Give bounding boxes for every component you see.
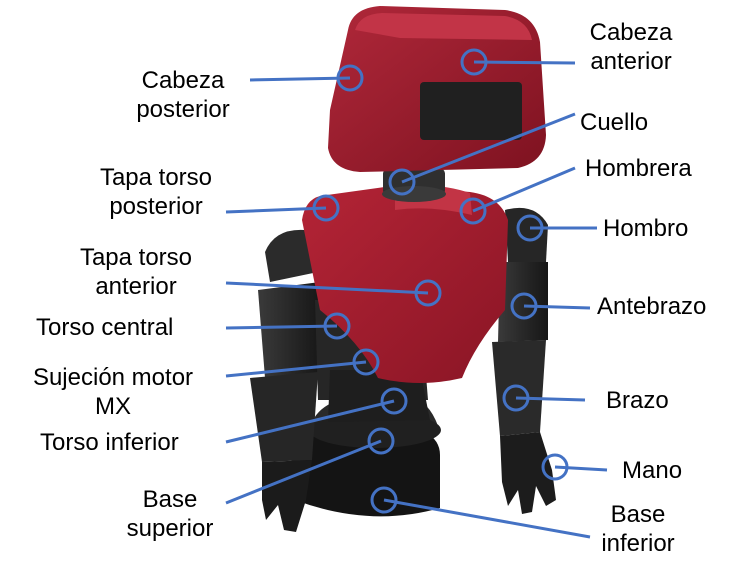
left-hand-shape <box>262 460 312 532</box>
leader-line-brazo <box>515 396 586 402</box>
head-screen <box>420 82 522 140</box>
label-tapa-torso-anterior: Tapa torso anterior <box>56 243 216 301</box>
robot-illustration <box>250 6 556 532</box>
right-upperarm-shape <box>498 262 548 342</box>
marker-hombrera <box>459 197 487 225</box>
leader-line-base-superior <box>225 439 382 505</box>
left-shoulder-shape <box>265 229 318 282</box>
marker-cabeza-anterior <box>460 48 488 76</box>
leader-line-cabeza-posterior <box>249 76 351 82</box>
leader-line-torso-inferior <box>225 399 395 444</box>
label-cabeza-anterior-line2: anterior <box>590 48 672 75</box>
leader-line-hombrera <box>472 166 576 213</box>
label-torso-inferior: Torso inferior <box>40 429 179 456</box>
label-cabeza-posterior-line2: posterior <box>136 96 230 123</box>
right-forearm-shape <box>492 340 546 436</box>
label-hombro: Hombro <box>603 215 689 242</box>
marker-torso-central <box>323 312 351 340</box>
label-mano: Mano <box>622 457 683 484</box>
marker-mano <box>541 453 569 481</box>
leader-line-base-inferior <box>383 498 591 539</box>
left-upperarm-shape <box>258 282 322 378</box>
label-sujecion-motor-line1: Sujeción motor <box>32 364 194 391</box>
marker-tapa-torso-posterior <box>312 194 340 222</box>
label-cabeza-anterior-line1: Cabeza <box>589 19 673 46</box>
label-cuello: Cuello <box>580 109 649 136</box>
label-torso-central: Torso central <box>36 314 174 341</box>
label-cabeza-posterior: Cabeza posterior <box>118 66 248 124</box>
leader-line-tapa-torso-anterior <box>225 281 429 295</box>
label-tapa-torso-posterior: Tapa torso posterior <box>76 163 236 221</box>
marker-sujecion-motor <box>352 348 380 376</box>
marker-base-inferior <box>370 486 398 514</box>
leader-line-cabeza-anterior <box>473 60 576 65</box>
base-inferior-shape <box>290 428 440 517</box>
leader-line-antebrazo <box>523 304 591 310</box>
label-hombrera: Hombrera <box>585 155 692 182</box>
label-antebrazo: Antebrazo <box>597 293 707 320</box>
marker-base-superior <box>367 427 395 455</box>
marker-hombro <box>516 214 544 242</box>
label-cabeza-anterior: Cabeza anterior <box>566 18 696 76</box>
label-sujecion-motor: Sujeción motor MX <box>8 363 218 421</box>
marker-antebrazo <box>510 292 538 320</box>
torso-cover-shape <box>302 186 508 383</box>
label-base-superior-line1: Base <box>142 486 198 513</box>
label-tapa-torso-anterior-line2: anterior <box>95 273 177 300</box>
marker-cabeza-posterior <box>336 64 364 92</box>
label-tapa-torso-anterior-line1: Tapa torso <box>79 244 193 271</box>
leader-line-tapa-torso-posterior <box>225 206 327 214</box>
label-sujecion-motor-line2: MX <box>95 393 131 420</box>
marker-brazo <box>502 384 530 412</box>
leader-line-sujecion-motor <box>225 360 367 378</box>
label-brazo: Brazo <box>606 387 669 414</box>
label-tapa-torso-posterior-line2: posterior <box>109 193 203 220</box>
label-base-inferior-line1: Base <box>610 501 666 528</box>
label-base-superior-line2: superior <box>126 515 214 542</box>
label-base-inferior-line2: inferior <box>601 530 675 557</box>
right-hand-shape <box>500 432 556 514</box>
leader-line-cuello <box>401 112 576 184</box>
right-shoulder-shape <box>505 207 548 262</box>
label-cabeza-posterior-line1: Cabeza <box>141 67 225 94</box>
marker-tapa-torso-anterior <box>414 279 442 307</box>
left-forearm-shape <box>250 372 318 462</box>
marker-torso-inferior <box>380 387 408 415</box>
leader-line-mano <box>554 465 608 472</box>
marker-cuello <box>388 168 416 196</box>
label-tapa-torso-posterior-line1: Tapa torso <box>99 164 213 191</box>
label-base-superior: Base superior <box>110 485 230 543</box>
part-markers <box>312 48 569 514</box>
label-base-inferior: Base inferior <box>578 500 698 558</box>
leader-line-torso-central <box>225 324 338 330</box>
